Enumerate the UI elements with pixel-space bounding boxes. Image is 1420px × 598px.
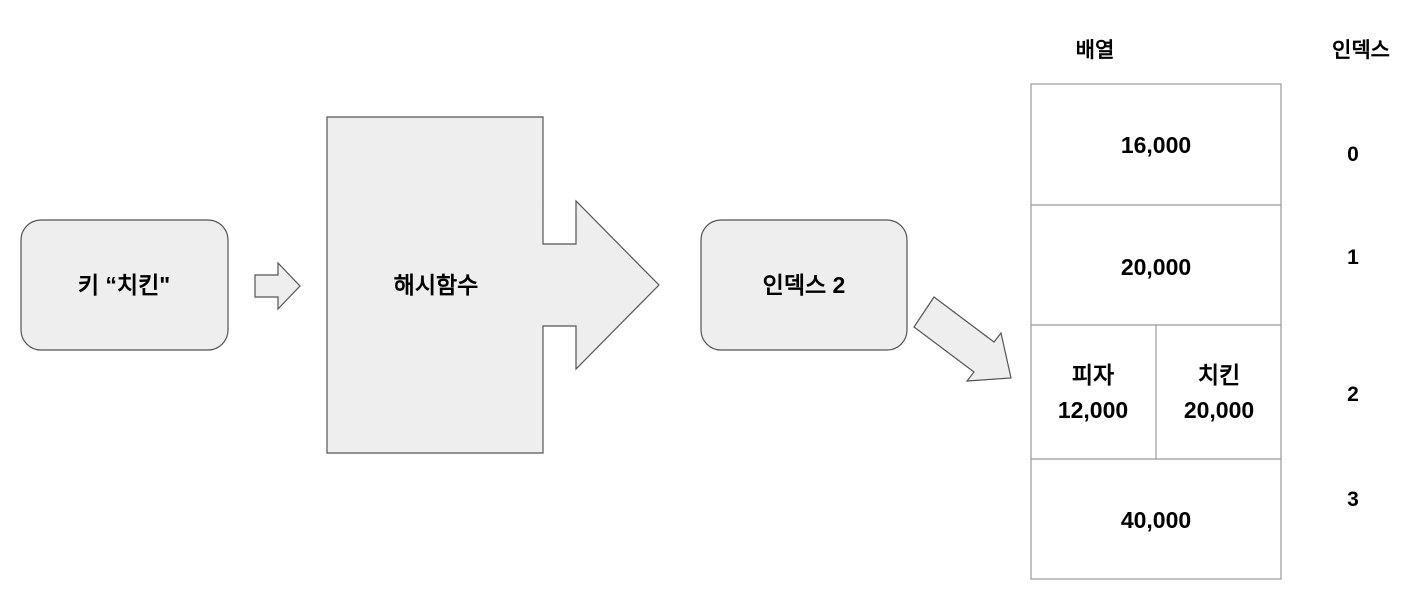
index-header: 인덱스 (1332, 39, 1390, 62)
array-cell-1: 20,000 (1121, 254, 1191, 280)
input-key-label: 키 “치킨" (78, 272, 170, 298)
bucket-value-0: 12,000 (1058, 397, 1128, 423)
bucket-key-0: 피자 (1072, 362, 1114, 388)
hash-function-label: 해시함수 (394, 272, 479, 298)
index-label-0: 0 (1347, 143, 1359, 166)
array-cell-3: 40,000 (1121, 507, 1191, 533)
index-label-1: 1 (1347, 246, 1359, 269)
array-table (1030, 83, 1282, 580)
output-index-label: 인덱스 2 (763, 272, 846, 298)
bucket-key-1: 치킨 (1198, 362, 1240, 388)
array-header: 배열 (1076, 39, 1115, 62)
output-index-box (700, 219, 908, 351)
index-label-2: 2 (1347, 383, 1359, 406)
hash-function-block-arrow (326, 116, 660, 454)
input-key-box (20, 219, 229, 351)
diagonal-arrow-icon (913, 296, 1012, 382)
small-right-arrow-icon (254, 261, 301, 311)
bucket-value-1: 20,000 (1184, 397, 1254, 423)
index-label-3: 3 (1347, 488, 1359, 511)
array-cell-0: 16,000 (1121, 132, 1191, 158)
